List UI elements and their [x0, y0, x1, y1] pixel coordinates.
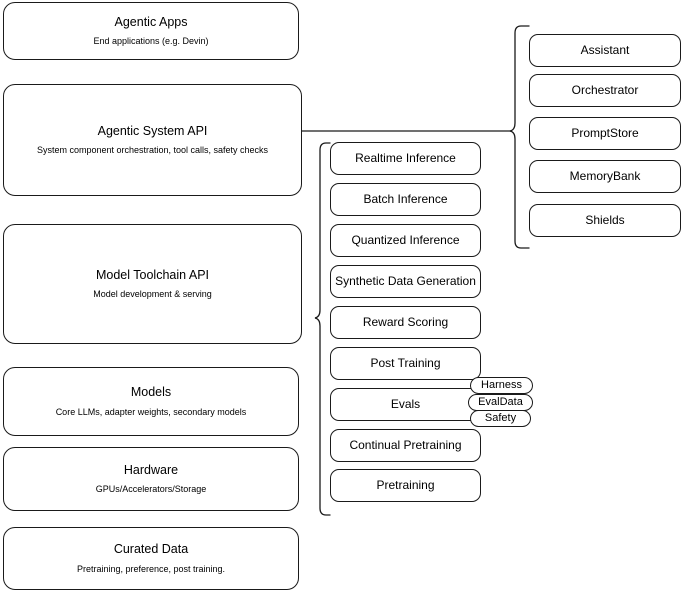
toolchain-item-post-training[interactable]: Post Training	[330, 347, 481, 380]
toolchain-item-pretraining[interactable]: Pretraining	[330, 469, 481, 502]
evals-subcomponent-label: EvalData	[478, 395, 523, 408]
layer-subtitle: System component orchestration, tool cal…	[36, 145, 269, 156]
layer-title: Agentic Apps	[114, 14, 188, 29]
brace-toolchain-components	[314, 142, 331, 516]
toolchain-item-evals[interactable]: Evals	[330, 388, 481, 421]
toolchain-item-label: Realtime Inference	[355, 151, 456, 165]
system-component-label: Shields	[585, 213, 625, 227]
layer-title: Hardware	[123, 462, 179, 477]
layer-curated-data[interactable]: Curated Data Pretraining, preference, po…	[3, 527, 299, 590]
layer-subtitle: GPUs/Accelerators/Storage	[95, 484, 207, 495]
toolchain-item-label: Post Training	[370, 356, 441, 370]
toolchain-item-quantized-inference[interactable]: Quantized Inference	[330, 224, 481, 257]
layer-hardware[interactable]: Hardware GPUs/Accelerators/Storage	[3, 447, 299, 511]
toolchain-item-label: Quantized Inference	[351, 233, 460, 247]
evals-subcomponent-label: Harness	[481, 378, 522, 391]
toolchain-item-synthetic-data-generation[interactable]: Synthetic Data Generation	[330, 265, 481, 298]
layer-title: Models	[130, 385, 172, 400]
layer-agentic-system-api[interactable]: Agentic System API System component orch…	[3, 84, 302, 196]
brace-system-components	[509, 25, 530, 249]
toolchain-item-batch-inference[interactable]: Batch Inference	[330, 183, 481, 216]
evals-subcomponent-evaldata[interactable]: EvalData	[468, 394, 533, 411]
toolchain-item-continual-pretraining[interactable]: Continual Pretraining	[330, 429, 481, 462]
toolchain-item-reward-scoring[interactable]: Reward Scoring	[330, 306, 481, 339]
layer-title: Curated Data	[113, 542, 189, 557]
toolchain-item-label: Reward Scoring	[362, 315, 449, 329]
layer-title: Model Toolchain API	[95, 267, 210, 282]
system-component-shields[interactable]: Shields	[529, 204, 681, 237]
evals-subcomponent-label: Safety	[484, 411, 517, 424]
layer-title: Agentic System API	[97, 123, 208, 138]
system-component-memorybank[interactable]: MemoryBank	[529, 160, 681, 193]
layer-subtitle: Core LLMs, adapter weights, secondary mo…	[55, 406, 247, 417]
system-component-label: MemoryBank	[569, 169, 641, 183]
toolchain-item-label: Evals	[390, 397, 421, 411]
system-component-orchestrator[interactable]: Orchestrator	[529, 74, 681, 107]
system-component-label: Assistant	[580, 43, 630, 57]
layer-model-toolchain-api[interactable]: Model Toolchain API Model development & …	[3, 224, 302, 344]
evals-subcomponent-safety[interactable]: Safety	[470, 410, 531, 427]
evals-subcomponent-harness[interactable]: Harness	[470, 377, 533, 394]
toolchain-item-label: Synthetic Data Generation	[335, 274, 476, 288]
toolchain-item-realtime-inference[interactable]: Realtime Inference	[330, 142, 481, 175]
layer-models[interactable]: Models Core LLMs, adapter weights, secon…	[3, 367, 299, 436]
layer-subtitle: Model development & serving	[93, 289, 212, 300]
system-component-promptstore[interactable]: PromptStore	[529, 117, 681, 150]
system-component-label: Orchestrator	[571, 83, 639, 97]
system-component-assistant[interactable]: Assistant	[529, 34, 681, 67]
toolchain-item-label: Pretraining	[376, 478, 435, 492]
toolchain-item-label: Batch Inference	[363, 192, 448, 206]
layer-subtitle: Pretraining, preference, post training.	[76, 563, 226, 574]
toolchain-item-label: Continual Pretraining	[349, 438, 462, 452]
layer-subtitle: End applications (e.g. Devin)	[93, 36, 209, 47]
layer-agentic-apps[interactable]: Agentic Apps End applications (e.g. Devi…	[3, 2, 299, 60]
system-component-label: PromptStore	[571, 126, 639, 140]
